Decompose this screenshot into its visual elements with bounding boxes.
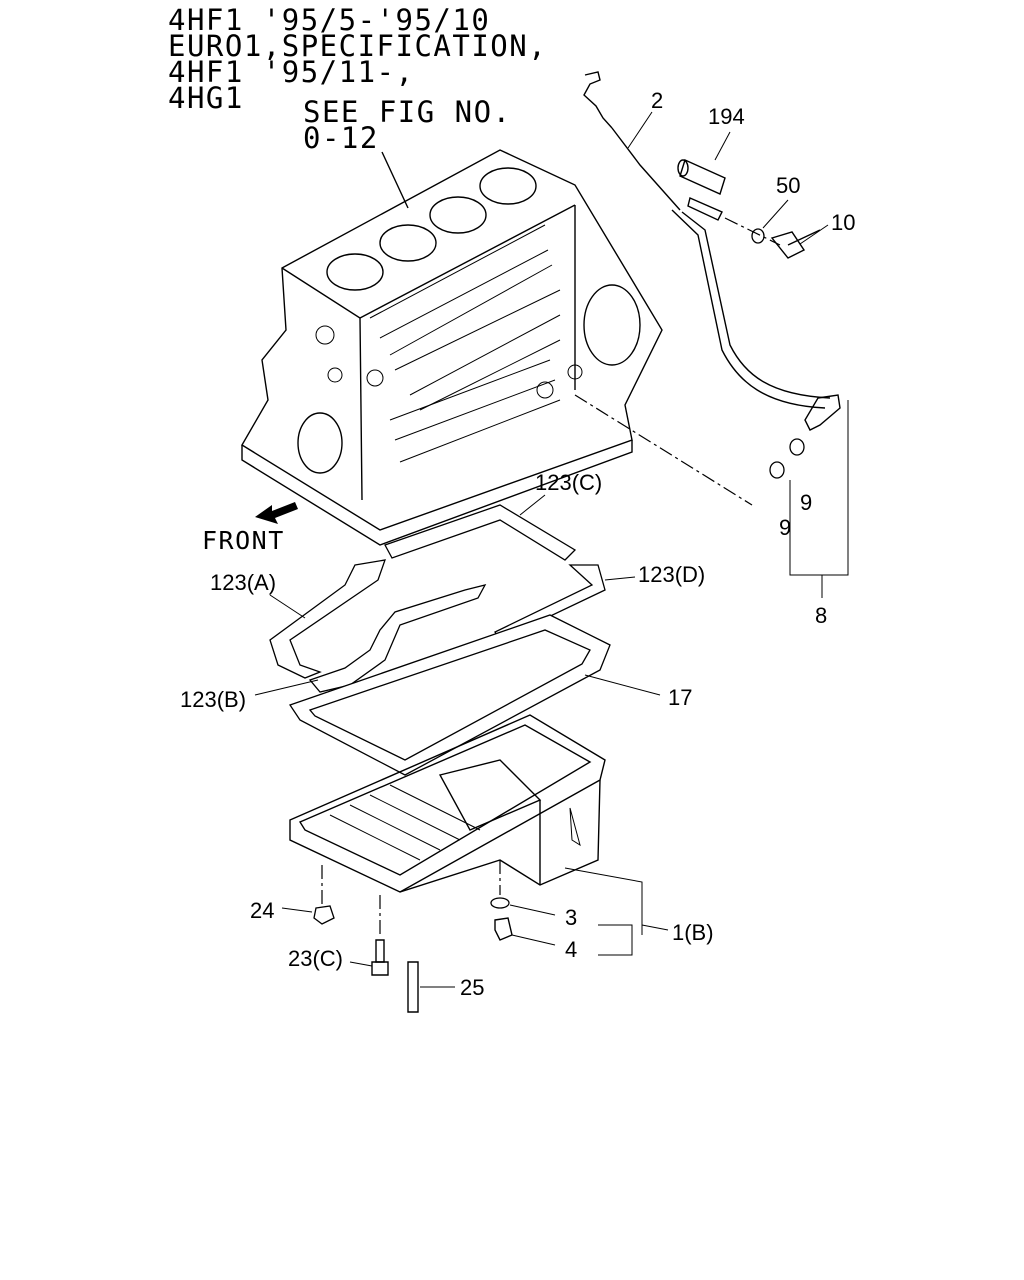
callout-3: 3 (565, 905, 577, 930)
callout-123a-leader (269, 594, 306, 619)
see-fig-label: SEE FIG NO. (303, 95, 512, 129)
bolt-10-drawing (770, 229, 821, 259)
nut-24-drawing (313, 905, 335, 925)
dipstick-drawing (583, 71, 841, 431)
front-label: FRONT (202, 526, 285, 555)
dipstick-hole-leader (574, 394, 753, 506)
callout-123d-leader (604, 576, 636, 581)
gasket-123a-drawing (269, 559, 386, 679)
callout-23c-leader (349, 961, 373, 967)
stud-25-drawing (407, 961, 419, 1013)
callout-1b-bracket (564, 867, 643, 956)
callout-123b: 123(B) (180, 687, 246, 712)
title-line-4: 4HG1 (168, 81, 244, 115)
callout-9-upper: 9 (800, 490, 812, 515)
callout-10-leader (799, 224, 829, 245)
callout-8-bracket (789, 400, 849, 576)
callout-123b-leader (254, 679, 319, 696)
callout-4: 4 (565, 937, 577, 962)
callout-123a: 123(A) (210, 570, 276, 595)
callout-123d: 123(D) (638, 562, 705, 587)
drain-plug-4-drawing (494, 917, 513, 941)
callout-10: 10 (831, 210, 855, 235)
callout-9-lower: 9 (779, 515, 791, 540)
part-194-drawing (677, 159, 726, 195)
title-line-2: EURO1,SPECIFICATION, (168, 29, 547, 63)
callout-23c: 23(C) (288, 946, 343, 971)
see-fig-leader (381, 151, 409, 209)
callout-50-leader (762, 199, 789, 229)
callout-194-leader (714, 131, 731, 161)
callout-4-leader (511, 934, 556, 946)
callout-8: 8 (815, 603, 827, 628)
callout-1b: 1(B) (672, 920, 714, 945)
bolt-axis-line (724, 217, 781, 246)
title-line-3: 4HF1 '95/11-, (168, 55, 414, 89)
engine-block-drawing (241, 149, 663, 546)
washer-50-drawing (751, 228, 765, 244)
gasket-17-drawing (288, 614, 611, 776)
o-ring-lower-drawing (769, 461, 785, 479)
front-arrow-icon (255, 502, 298, 524)
callout-24-leader (281, 907, 313, 913)
oil-pan-drawing (289, 714, 606, 893)
callout-17-leader (584, 674, 661, 696)
callout-194: 194 (708, 104, 745, 129)
callout-24: 24 (250, 898, 274, 923)
bolt-23c-drawing (371, 939, 389, 976)
callout-2: 2 (651, 88, 663, 113)
callout-123c: 123(C) (535, 470, 602, 495)
callout-17: 17 (668, 685, 692, 710)
washer-3-drawing (490, 897, 510, 909)
see-fig-number: 0-12 (303, 121, 379, 155)
callout-2-leader (627, 111, 653, 149)
callout-3-leader (509, 904, 556, 916)
title-line-1: 4HF1 '95/5-'95/10 (168, 3, 490, 37)
diagram-title: 4HF1 '95/5-'95/10 EURO1,SPECIFICATION, 4… (168, 3, 547, 115)
gasket-123c-drawing (384, 504, 577, 561)
callout-1b-leader (641, 924, 669, 931)
o-ring-upper-drawing (789, 438, 805, 456)
callout-50: 50 (776, 173, 800, 198)
callout-123c-leader (519, 494, 546, 516)
callout-25: 25 (460, 975, 484, 1000)
